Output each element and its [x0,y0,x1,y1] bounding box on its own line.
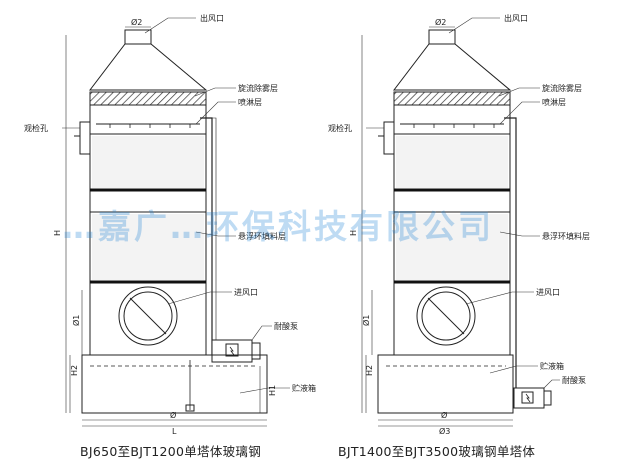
right-label-spray: 喷淋层 [542,97,566,107]
right-label-inlet: 进风口 [536,288,560,297]
right-outlet-duct [428,29,456,45]
right-mist-layer [393,91,511,106]
right-inlet-circle [416,286,476,346]
left-dim-d2: Ø2 [131,17,142,27]
caption-left: BJ650至BJT1200单塔体玻璃钢 [80,444,261,459]
right-dim-h2: H2 [365,365,374,376]
right-label-mist: 旋流除雾层 [542,83,582,93]
left-mist-layer [89,91,207,106]
caption-right: BJT1400至BJT3500玻璃钢单塔体 [338,444,535,459]
right-label-pump: 耐酸泵 [562,375,586,385]
left-dim-d: Ø [170,410,176,420]
watermark-text: …嘉广…环保科技有限公司 [62,207,494,246]
right-dim-h: H [349,230,358,236]
left-outlet-duct [124,29,152,45]
left-inlet-circle [118,286,178,346]
left-dim-h1: H1 [268,385,277,396]
right-dimension-lines [361,26,513,427]
left-dim-d1: Ø1 [71,315,81,326]
left-label-tank: 贮液箱 [292,383,316,393]
left-label-inspection: 观检孔 [24,123,48,133]
right-label-tank: 贮液箱 [540,361,564,371]
left-packing-bed-1 [90,133,206,192]
right-tank [377,354,514,414]
left-dim-h: H [53,230,62,236]
right-packing-bed-1 [394,133,510,192]
right-inspection-port [383,121,395,155]
right-cone-roof [392,43,512,91]
right-label-packing: 悬浮环填料层 [542,231,590,241]
left-label-mist: 旋流除雾层 [238,83,278,93]
left-label-spray: 喷淋层 [238,97,262,107]
tower-right [361,26,552,427]
left-pump [211,339,261,363]
left-dim-h2: H2 [70,365,79,376]
left-tank [81,354,268,414]
tower-left [65,26,268,427]
left-cone-roof [88,43,208,91]
left-label-outlet: 出风口 [200,13,224,23]
right-dim-d3: Ø3 [439,426,450,436]
left-label-inlet: 进风口 [234,288,258,297]
spray-nozzles [109,124,495,128]
left-label-packing: 悬浮环填料层 [238,231,286,241]
right-dim-d: Ø [441,410,447,420]
right-pump [513,387,552,409]
left-inspection-port [79,121,91,155]
right-packing-bed-2 [394,211,510,284]
right-dim-d2: Ø2 [435,17,446,27]
leader-lines [62,17,560,394]
left-packing-bed-2 [90,211,206,284]
right-label-inspection: 观检孔 [328,123,352,133]
right-dim-d1: Ø1 [361,315,371,326]
right-label-outlet: 出风口 [504,13,528,23]
packing-texture [92,136,508,280]
left-label-pump: 耐酸泵 [274,321,298,331]
left-dim-l: L [172,427,177,436]
